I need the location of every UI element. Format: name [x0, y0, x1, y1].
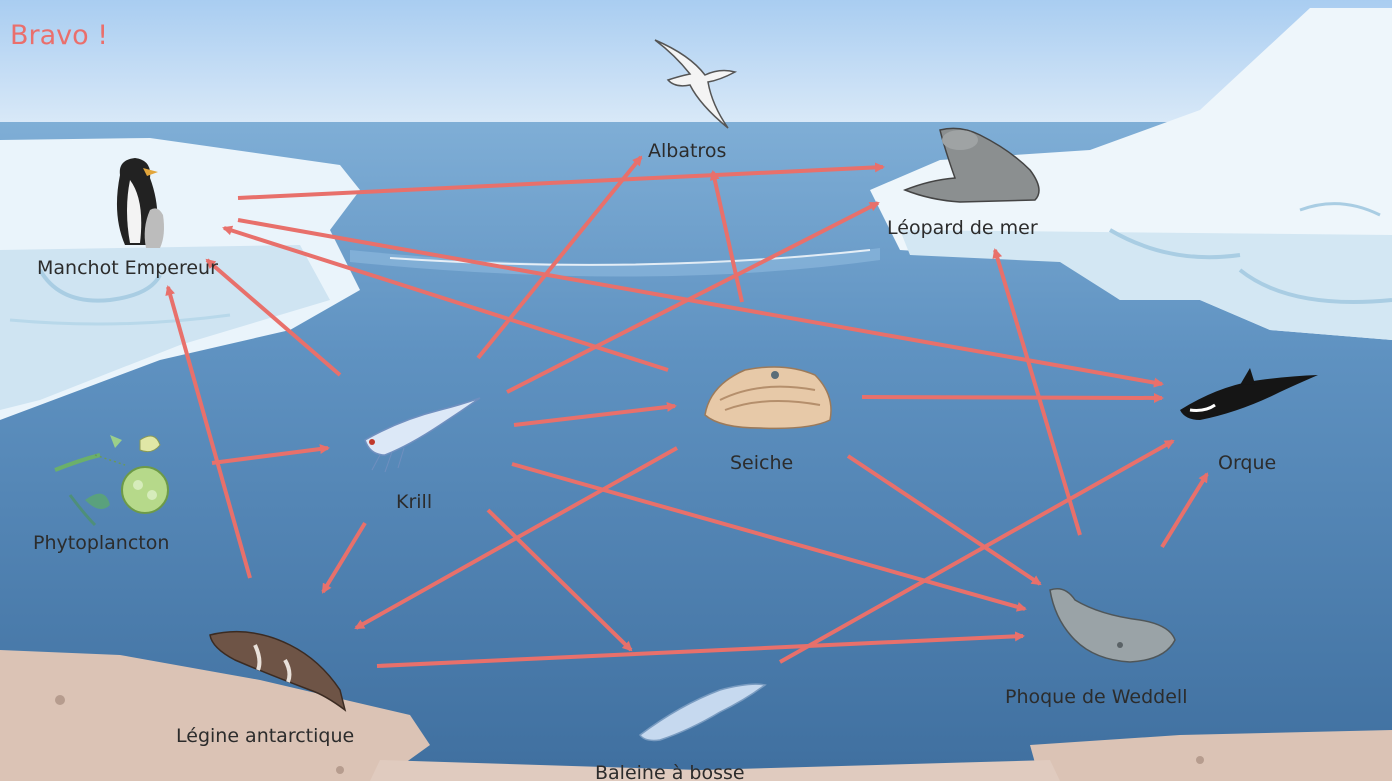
arrow-seiche-to-orque: [862, 397, 1162, 398]
result-message: Bravo !: [10, 20, 108, 51]
label-seiche: Seiche: [730, 452, 793, 474]
label-leopard-de-mer: Léopard de mer: [887, 217, 1038, 239]
label-albatros: Albatros: [648, 140, 726, 162]
label-krill: Krill: [396, 491, 432, 513]
label-phytoplancton: Phytoplancton: [33, 532, 169, 554]
label-orque: Orque: [1218, 452, 1276, 474]
label-manchot-empereur: Manchot Empereur: [37, 257, 218, 279]
label-phoque-de-weddell: Phoque de Weddell: [1005, 686, 1187, 708]
label-legine-antarctique: Légine antarctique: [176, 725, 354, 747]
